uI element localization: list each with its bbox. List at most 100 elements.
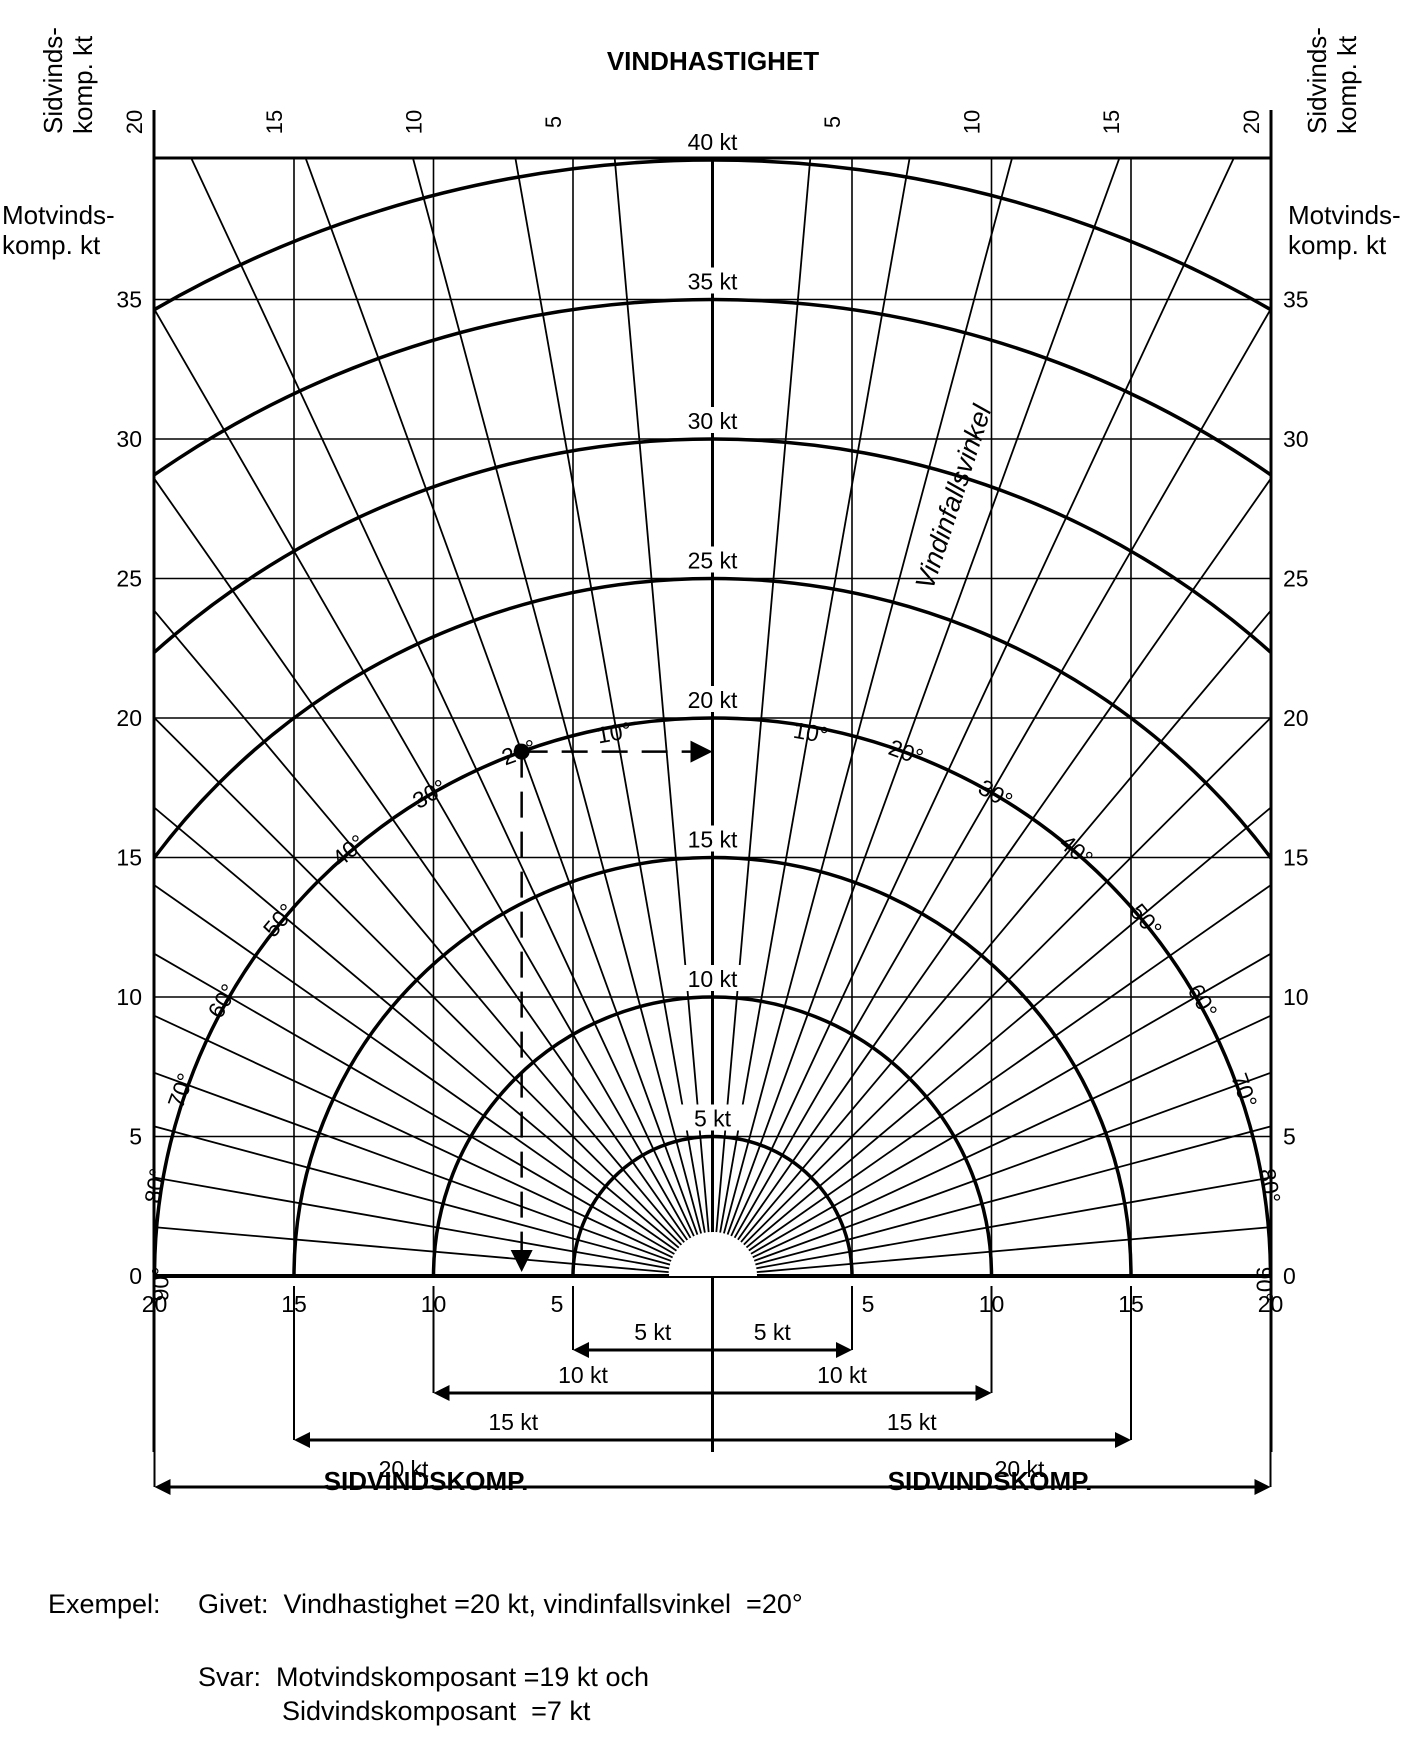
angle-radial (154, 716, 683, 1246)
speed-label-bg (678, 267, 747, 294)
dimension-label: 5 kt (634, 1319, 672, 1345)
speed-label: 25 kt (688, 548, 738, 574)
angle-radial (613, 158, 710, 1233)
angle-radial (733, 306, 1271, 1239)
speed-arc (154, 297, 1271, 478)
angle-radial (154, 609, 685, 1243)
angle-radial (154, 952, 675, 1255)
angle-radial (723, 158, 1013, 1234)
angle-label: 30° (974, 774, 1017, 814)
side-tick-left: 25 (116, 566, 142, 592)
example-construction (510, 740, 713, 1272)
example-answer-2: Sidvindskomposant =7 kt (282, 1696, 591, 1726)
axis-label-text: Motvinds-komp. kt (2, 200, 115, 260)
angle-radial (154, 306, 692, 1239)
speed-label-bg (678, 965, 747, 991)
headwind-axis-label-right: Motvinds-komp. kt (1288, 200, 1401, 260)
angle-radial (745, 806, 1271, 1249)
angle-radial (742, 716, 1271, 1246)
angle-label: 90° (147, 1267, 173, 1302)
side-tick-right: 15 (1283, 845, 1309, 871)
speed-label-bg (678, 825, 747, 852)
speed-arc (154, 437, 1271, 656)
speed-label: 5 kt (694, 1106, 732, 1132)
angle-label: 80° (139, 1166, 171, 1205)
top-tick-label: 20 (122, 110, 147, 134)
chart-title: VINDHASTIGHET (607, 46, 819, 76)
speed-arc (571, 1134, 854, 1276)
speed-label-bg (678, 1104, 747, 1131)
speed-label-bg (678, 686, 747, 712)
side-tick-left: 0 (129, 1263, 142, 1289)
dimension-arrowhead (1115, 1432, 1131, 1448)
angle-radial (154, 1226, 669, 1274)
axis-label-text: Sidvinds-komp. kt (1302, 27, 1362, 134)
axis-label-text: Motvinds-komp. kt (1288, 200, 1401, 260)
speed-arcs (154, 158, 1271, 1276)
angle-radial (412, 158, 702, 1234)
axis-label-text: Sidvinds-komp. kt (38, 27, 98, 134)
dimension-label: 10 kt (817, 1362, 867, 1388)
speed-arc (154, 576, 1271, 862)
example-arrowhead-down (510, 1250, 533, 1272)
bottom-tick-label: 5 (862, 1291, 875, 1317)
angle-label: 20° (885, 734, 927, 770)
example-answer-1: Svar: Motvindskomposant =19 kt och (198, 1662, 649, 1692)
angle-label: 70° (1226, 1070, 1262, 1112)
dimension-arrowhead (573, 1342, 589, 1358)
speed-label: 30 kt (688, 408, 738, 434)
dimension-label: 15 kt (488, 1409, 538, 1435)
side-tick-left: 35 (116, 287, 142, 313)
speed-label: 10 kt (688, 966, 738, 992)
crosswind-axis-label-right: Sidvinds-komp. kt (1302, 27, 1362, 134)
dimension-arrowhead (294, 1432, 310, 1448)
center-hub (669, 1232, 757, 1276)
angle-radial (754, 1125, 1271, 1266)
dimension-label: 15 kt (887, 1409, 937, 1435)
dimension-arrowhead (154, 1479, 171, 1495)
angle-label: 80° (1254, 1166, 1286, 1205)
dimension-arrowhead (433, 1385, 450, 1401)
bottom-tick-label: 5 (551, 1291, 564, 1317)
angle-label: 30° (408, 774, 451, 814)
speed-label: 40 kt (688, 129, 738, 155)
angle-radial (740, 609, 1271, 1243)
angle-radial (190, 158, 695, 1237)
top-tick-label: 15 (1099, 110, 1124, 134)
angle-radial (154, 476, 688, 1241)
angle-radial (730, 158, 1235, 1237)
top-tick-label: 15 (262, 110, 287, 134)
angle-radial (756, 1226, 1271, 1274)
top-tick-label: 10 (402, 110, 427, 134)
angle-label: 90° (1252, 1267, 1278, 1302)
angle-radial (750, 952, 1271, 1255)
side-tick-right: 35 (1283, 287, 1309, 313)
angle-radial (154, 1071, 672, 1262)
angle-radial (154, 1125, 671, 1266)
speed-label: 35 kt (688, 269, 738, 295)
crosswind-label-right: SIDVINDSKOMP. (888, 1466, 1093, 1496)
dimension-arrowhead (975, 1385, 992, 1401)
speed-label-bg (678, 407, 747, 433)
dimension-arrowhead (1254, 1479, 1271, 1495)
angle-axis-label: Vindinfallsvinkel (910, 401, 998, 593)
headwind-axis-label-left: Motvinds-komp. kt (2, 200, 115, 260)
top-tick-label: 10 (960, 110, 985, 134)
angle-radials (154, 158, 1271, 1274)
crosswind-axis-label-left: Sidvinds-komp. kt (38, 27, 98, 134)
angle-radial (715, 158, 812, 1233)
example-given: Givet: Vindhastighet =20 kt, vindinfalls… (198, 1589, 803, 1619)
speed-label-bg (678, 128, 747, 154)
angle-radial (304, 158, 699, 1235)
dimension-label: 10 kt (558, 1362, 608, 1388)
side-tick-left: 5 (129, 1124, 142, 1150)
speed-arc (154, 158, 1271, 312)
angle-radial (748, 883, 1271, 1252)
side-tick-left: 15 (116, 845, 142, 871)
angle-radial (755, 1176, 1271, 1270)
speed-arc (292, 855, 1133, 1276)
side-tick-right: 20 (1283, 705, 1309, 731)
speed-label-bg (678, 546, 747, 573)
side-tick-left: 30 (116, 426, 142, 452)
